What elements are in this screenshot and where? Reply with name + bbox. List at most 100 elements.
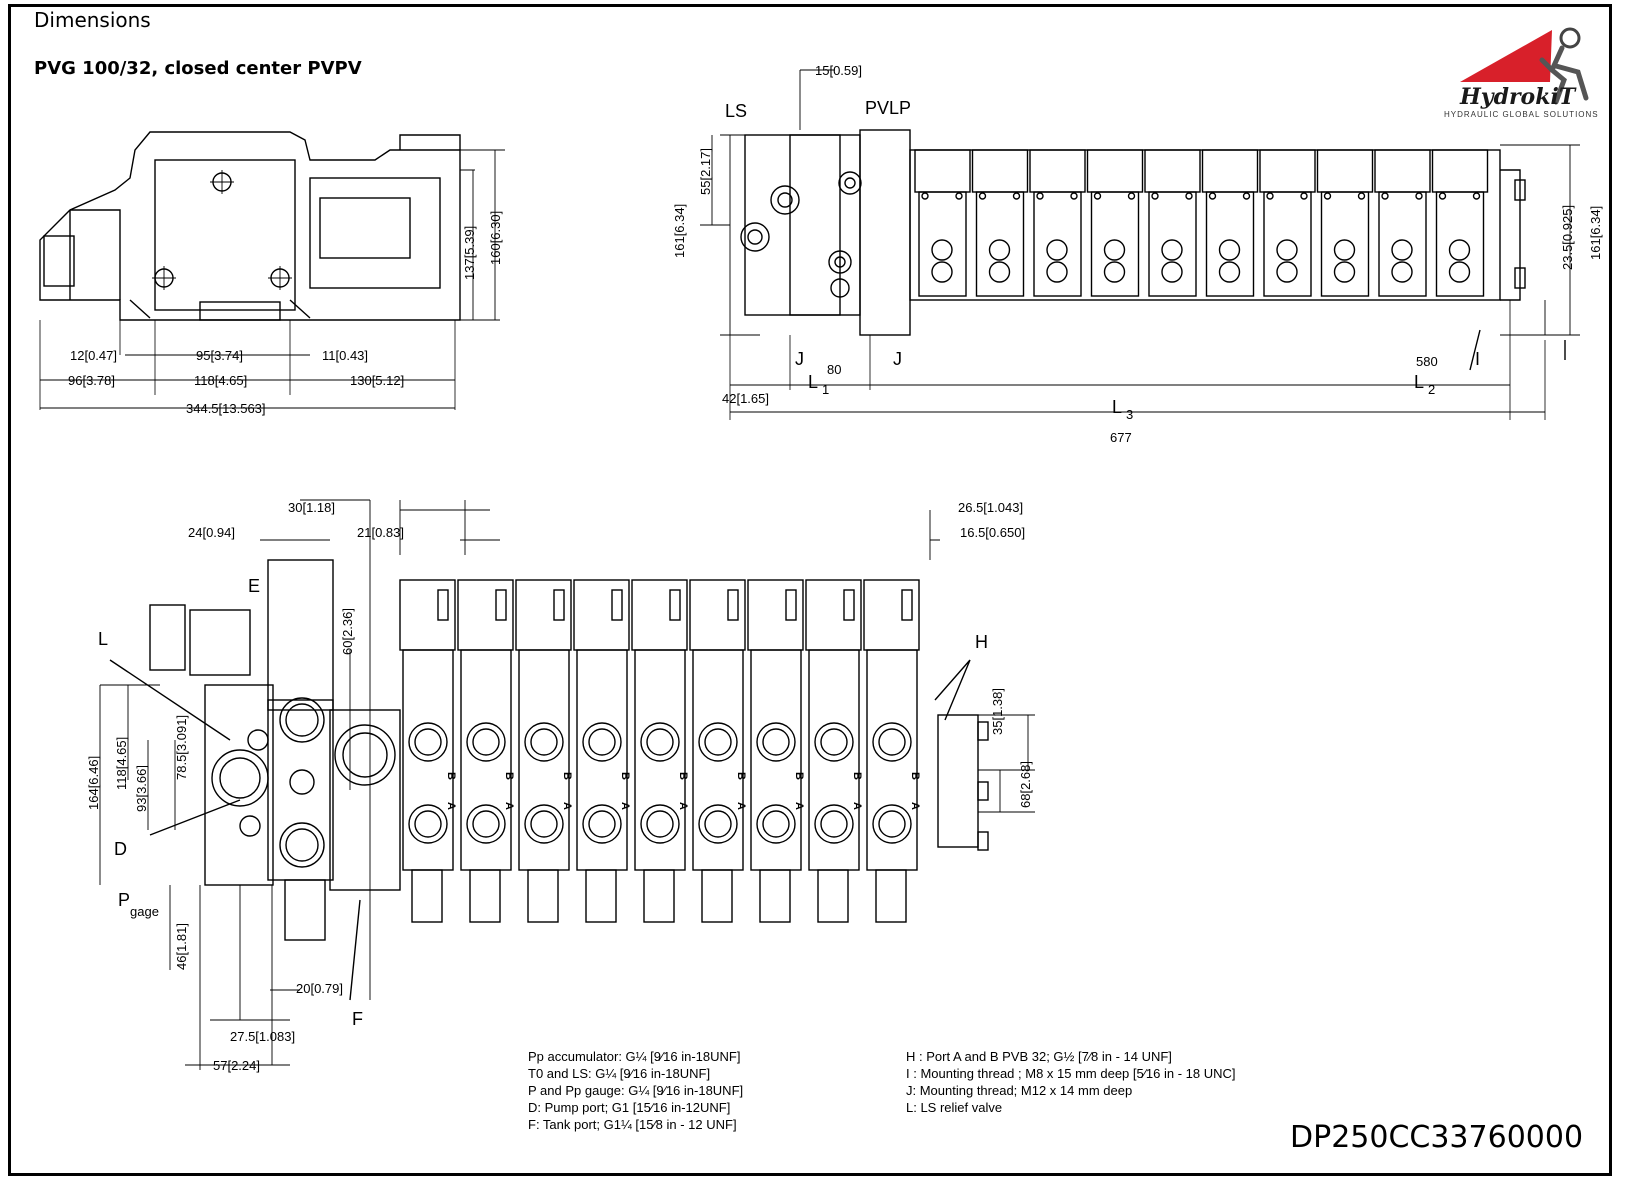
dim-27: 27.5[1.083] xyxy=(230,1029,295,1044)
port-letter-b: B xyxy=(851,772,863,780)
logo-tagline: HYDRAULIC GLOBAL SOLUTIONS xyxy=(1444,110,1599,119)
port-letter-a: A xyxy=(793,802,805,810)
port-letter-a: A xyxy=(677,802,689,810)
port-letter-b: B xyxy=(503,772,515,780)
label-j-2: J xyxy=(893,349,902,369)
dim-21: 21[0.83] xyxy=(357,525,404,540)
label-l3-value: 677 xyxy=(1110,430,1132,445)
port-letter-b: B xyxy=(793,772,805,780)
label-l-valve: L xyxy=(98,629,108,649)
hydrokit-logo xyxy=(1460,27,1589,105)
dim-46: 46[1.81] xyxy=(174,923,189,970)
note-l-relief: L: LS relief valve xyxy=(906,1100,1003,1115)
port-letter-b: B xyxy=(561,772,573,780)
top-section xyxy=(1374,149,1431,297)
top-right-dims: 15[0.59] 55[2.17] 161[6.34] 23.5[0.925] … xyxy=(672,63,1603,445)
valve-section: BA xyxy=(631,579,689,923)
dim-344: 344.5[13.563] xyxy=(186,401,266,416)
label-l2: L xyxy=(1414,372,1424,392)
logo-wordmark: HydrokiT xyxy=(1460,84,1576,110)
label-gage: gage xyxy=(130,904,159,919)
valve-section: BA xyxy=(573,579,631,923)
top-section xyxy=(1316,149,1374,297)
label-l3: L xyxy=(1112,397,1122,417)
page-title: Dimensions xyxy=(34,8,151,32)
label-i: I xyxy=(1475,349,1480,369)
label-d: D xyxy=(114,839,127,859)
port-letter-b: B xyxy=(619,772,631,780)
port-letter-b: B xyxy=(735,772,747,780)
port-letter-b: B xyxy=(677,772,689,780)
port-letter-a: A xyxy=(619,802,631,810)
dim-164: 164[6.46] xyxy=(86,756,101,810)
dim-78: 78.5[3.091] xyxy=(174,715,189,780)
dim-12: 12[0.47] xyxy=(70,348,117,363)
side-view xyxy=(39,131,505,410)
dim-55: 55[2.17] xyxy=(698,148,713,195)
dim-95: 95[3.74] xyxy=(196,348,243,363)
dim-130: 130[5.12] xyxy=(350,373,404,388)
dim-60: 60[2.36] xyxy=(340,608,355,655)
label-e: E xyxy=(248,576,260,596)
valve-section: BA xyxy=(805,579,863,923)
label-f: F xyxy=(352,1009,363,1029)
label-l1-value: 80 xyxy=(827,362,841,377)
label-l2-value: 580 xyxy=(1416,354,1438,369)
top-section xyxy=(1201,149,1259,297)
port-letter-a: A xyxy=(503,802,515,810)
note-j-mounting: J: Mounting thread; M12 x 14 mm deep xyxy=(906,1083,1133,1098)
valve-section: BA xyxy=(515,579,573,923)
dim-137: 137[5.39] xyxy=(462,226,477,280)
part-code: DP250CC33760000 xyxy=(1290,1120,1584,1155)
note-i-mounting: I : Mounting thread ; M8 x 15 mm deep [5… xyxy=(906,1066,1236,1081)
dim-161-left: 161[6.34] xyxy=(672,204,687,258)
dim-23: 23.5[0.925] xyxy=(1560,205,1575,270)
dim-118: 118[4.65] xyxy=(194,373,247,388)
note-p-pp-gauge: P and Pp gauge: G¼ [9⁄16 in-18UNF] xyxy=(528,1083,744,1098)
valve-section: BA xyxy=(747,579,805,923)
top-section xyxy=(1259,149,1316,297)
drawing-subtitle: PVG 100/32, closed center PVPV xyxy=(34,58,362,79)
dim-42: 42[1.65] xyxy=(722,391,769,406)
port-letter-a: A xyxy=(445,802,457,810)
label-l1-sub: 1 xyxy=(822,382,829,397)
valve-section: BA xyxy=(399,579,457,923)
top-section xyxy=(1144,149,1201,297)
top-section xyxy=(1029,149,1086,297)
label-l3-sub: 3 xyxy=(1126,407,1133,422)
dim-26: 26.5[1.043] xyxy=(958,500,1023,515)
label-pvlp: PVLP xyxy=(865,98,911,118)
dim-15: 15[0.59] xyxy=(815,63,862,78)
label-h: H xyxy=(975,632,988,652)
label-l2-sub: 2 xyxy=(1428,382,1435,397)
front-view-dims: 30[1.18] 24[0.94] 21[0.83] 26.5[1.043] 1… xyxy=(86,500,1033,1073)
dim-24: 24[0.94] xyxy=(188,525,235,540)
label-j-1: J xyxy=(795,349,804,369)
port-letter-a: A xyxy=(851,802,863,810)
drawing-frame xyxy=(8,4,1612,1176)
port-letter-a: A xyxy=(735,802,747,810)
port-notes-left: Pp accumulator: G¼ [9⁄16 in-18UNF] T0 an… xyxy=(528,1048,743,1133)
dim-20: 20[0.79] xyxy=(296,981,343,996)
note-d-pump-port: D: Pump port; G1 [15⁄16 in-12UNF] xyxy=(528,1100,731,1115)
note-f-tank-port: F: Tank port; G1¼ [15⁄8 in - 12 UNF] xyxy=(528,1117,737,1132)
side-view-dims: 12[0.47] 95[3.74] 11[0.43] 96[3.78] 118[… xyxy=(68,211,503,416)
dim-160: 160[6.30] xyxy=(488,211,503,265)
dim-16: 16.5[0.650] xyxy=(960,525,1025,540)
label-p: P xyxy=(118,890,130,910)
note-h-port-ab: H : Port A and B PVB 32; G½ [7⁄8 in - 14… xyxy=(906,1049,1172,1064)
port-letter-a: A xyxy=(909,802,921,810)
valve-section: BA xyxy=(863,579,921,923)
dim-118-front: 118[4.65] xyxy=(114,737,129,790)
dim-30: 30[1.18] xyxy=(288,500,335,515)
dim-57: 57[2.24] xyxy=(213,1058,260,1073)
dim-93: 93[3.66] xyxy=(134,765,149,812)
port-notes-right: H : Port A and B PVB 32; G½ [7⁄8 in - 14… xyxy=(906,1048,1236,1116)
label-ls: LS xyxy=(725,101,747,121)
top-section xyxy=(1431,149,1489,297)
dim-96: 96[3.78] xyxy=(68,373,115,388)
label-l1: L xyxy=(808,372,818,392)
dim-161-right: 161[6.34] xyxy=(1588,206,1603,260)
port-letter-b: B xyxy=(909,772,921,780)
